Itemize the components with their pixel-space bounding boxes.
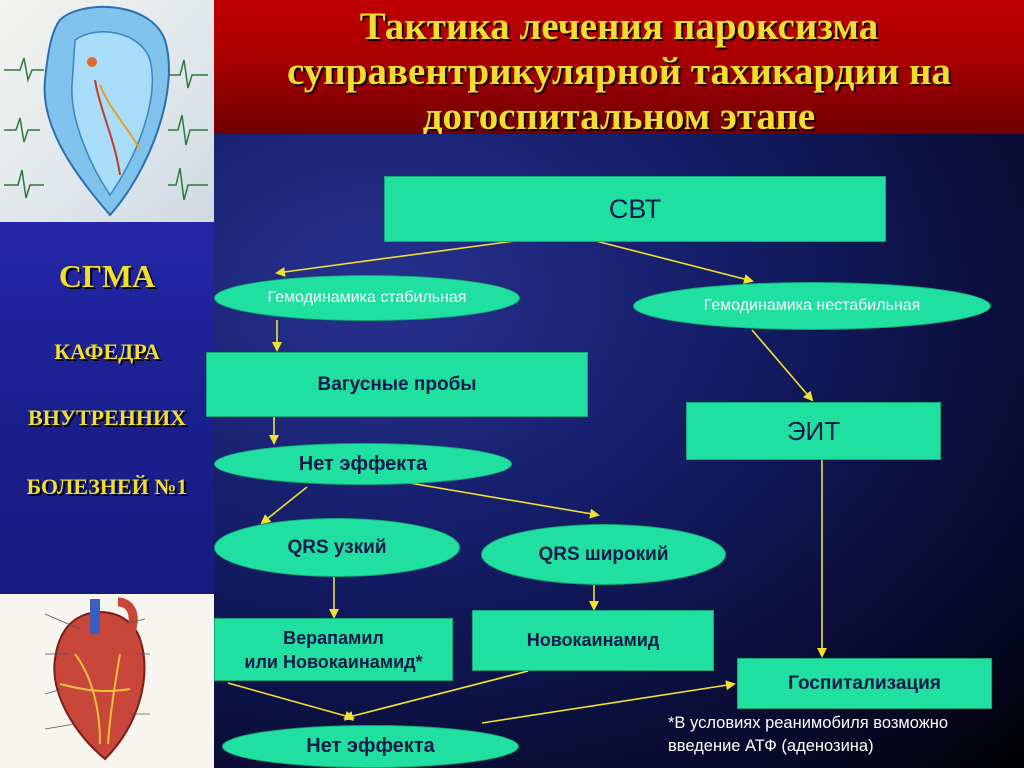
slide-title: Тактика лечения пароксизма суправентрику… xyxy=(214,4,1024,139)
title-line-3: догоспитальном этапе xyxy=(422,95,816,138)
heart-anatomy-illustration xyxy=(0,594,214,768)
heart-conduction-illustration xyxy=(0,0,214,222)
sidebar-panel xyxy=(0,222,214,594)
qrs-narrow-node: QRS узкий xyxy=(214,518,460,577)
title-line-2: суправентрикулярной тахикардии на xyxy=(287,50,951,93)
qrs-wide-node: QRS широкий xyxy=(481,524,726,585)
verapamil-node: Верапамил или Новокаинамид* xyxy=(214,618,453,681)
verapamil-line-2: или Новокаинамид* xyxy=(244,651,423,672)
eit-node: ЭИТ xyxy=(686,402,941,460)
vagal-maneuvers-node: Вагусные пробы xyxy=(206,352,588,417)
svt-node: СВТ xyxy=(384,176,886,242)
novocainamide-node: Новокаинамид xyxy=(472,610,714,671)
department-line-2: ВНУТРЕННИХ xyxy=(28,405,186,430)
heart-conduction-icon xyxy=(4,5,208,217)
title-line-1: Тактика лечения пароксизма xyxy=(359,5,879,48)
department-line-1: КАФЕДРА xyxy=(54,339,160,364)
organization-abbreviation: СГМА xyxy=(58,258,156,294)
hospitalization-node: Госпитализация xyxy=(737,658,992,709)
no-effect-node-1: Нет эффекта xyxy=(214,443,512,485)
footnote-line-2: введение АТФ (аденозина) xyxy=(668,737,874,755)
heart-anatomy-icon xyxy=(44,597,150,761)
footnote: *В условиях реанимобиля возможно введени… xyxy=(668,712,1024,758)
title-band xyxy=(214,0,1024,134)
hemodynamics-unstable-node: Гемодинамика нестабильная xyxy=(633,282,991,330)
footnote-line-1: *В условиях реанимобиля возможно xyxy=(668,714,949,732)
department-line-3: БОЛЕЗНЕЙ №1 xyxy=(26,474,188,499)
verapamil-line-1: Верапамил xyxy=(283,627,384,648)
no-effect-node-2: Нет эффекта xyxy=(222,725,519,768)
hemodynamics-stable-node: Гемодинамика стабильная xyxy=(214,275,520,321)
